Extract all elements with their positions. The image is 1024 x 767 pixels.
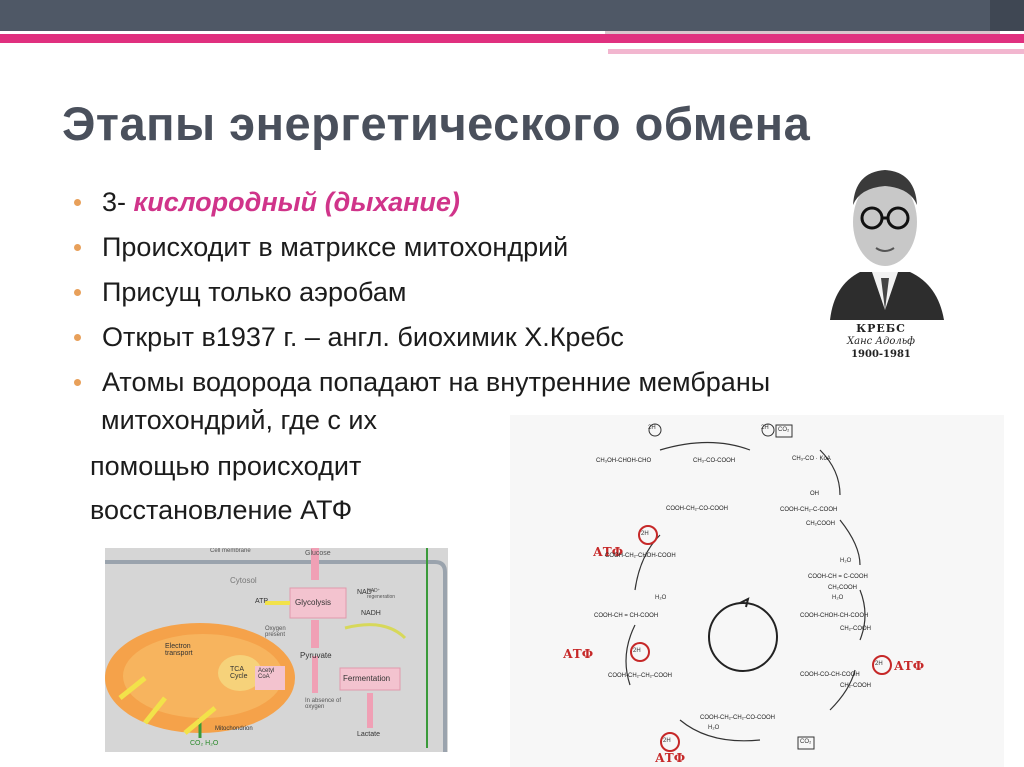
label-regeneration: NAD⁺ regeneration — [367, 588, 396, 600]
compound: COOH-CH₂-C-COOH — [780, 507, 838, 513]
compound: CH₂COOH — [828, 585, 857, 591]
label-plasma: Cell membrane — [210, 548, 251, 554]
label-acetyl: Acetyl CoA — [258, 668, 275, 680]
bullet-text: Присущ только аэробам — [102, 277, 407, 307]
continuation-line: митохондрий, где с их — [101, 405, 377, 435]
label-lactate: Lactate — [357, 731, 380, 738]
label-tca: TCA Cycle — [230, 666, 248, 680]
label-nad: NAD⁺ — [357, 589, 376, 596]
slide-title: Этапы энергетического обмена — [62, 97, 811, 150]
compound: COOH-CH₂-CH₂-COOH — [608, 673, 672, 679]
h2-label: 2H — [761, 425, 769, 431]
bullet-text: Происходит в матриксе митохондрий — [102, 232, 569, 262]
label-atp: ATP — [255, 598, 269, 605]
compound: COOH-CO-CH-COOH — [800, 672, 860, 678]
h2-label: 2H — [633, 648, 641, 654]
cell-diagram-svg — [105, 548, 448, 752]
bullet-dot — [74, 289, 81, 296]
top-bar — [0, 0, 1024, 31]
co2-label: CO₂ — [778, 427, 790, 433]
label-electron-transport: Electron transport — [165, 643, 193, 657]
atp-label: АТФ — [894, 659, 925, 673]
compound: CH₃-CO-COOH — [693, 458, 736, 464]
co2-label: CO₂ — [800, 739, 812, 745]
compound: COOH-CH₂-CHOH-COOH — [605, 553, 676, 559]
caption-name: КРЕБС — [856, 322, 906, 335]
h2-label: 2H — [648, 425, 656, 431]
bullet-text: Открыт в1937 г. – англ. биохимик Х.Кребс — [102, 322, 624, 352]
atp-label: АТФ — [563, 647, 594, 661]
h2o-label: H₂O — [655, 595, 667, 601]
cell-respiration-diagram: Cell membrane Cytosol Glucose Glycolysis… — [105, 548, 448, 752]
h2o-label: H₂O — [840, 558, 852, 564]
label-fermentation: Fermentation — [343, 674, 391, 683]
bullet-dot — [74, 199, 81, 206]
compound: CH₃OH-CHOH-CHO — [596, 458, 652, 464]
caption-years: 1900-1981 — [851, 349, 911, 360]
h2-label: 2H — [875, 661, 883, 667]
bullet-item: Атомы водорода попадают на внутренние ме… — [74, 360, 770, 405]
accent-line — [0, 34, 1024, 43]
bullet-item: Открыт в1937 г. – англ. биохимик Х.Кребс — [74, 315, 770, 360]
continuation-line: помощью происходит — [90, 451, 362, 481]
bullet-item: Присущ только аэробам — [74, 270, 770, 315]
label-co2-h2o: CO₂ H₂O — [190, 740, 219, 747]
h2-label: 2H — [641, 531, 649, 537]
portrait-caption: КРЕБС Ханс Адольф 1900-1981 — [826, 322, 936, 361]
compound: OH — [810, 491, 819, 497]
krebs-cycle-diagram: АТФ АТФ АТФ АТФ 2H 2H 2H 2H 2H 2H CO₂ CO… — [510, 415, 1004, 767]
compound: CH₂-COOH — [840, 683, 871, 689]
atp-label: АТФ — [593, 545, 624, 559]
top-bar-right-block — [990, 0, 1024, 31]
decor-stripe — [605, 31, 1000, 34]
label-glucose: Glucose — [305, 550, 331, 557]
label-absence: In absence of oxygen — [305, 698, 342, 710]
h2o-label: H₂O — [708, 725, 720, 731]
h2o-label: H₂O — [832, 595, 844, 601]
bullet-prefix: 3- — [102, 187, 134, 217]
compound: COOH-CH₂-CH₂-CO-COOH — [700, 715, 775, 721]
compound: CH₂COOH — [806, 521, 835, 527]
bullet-list: 3- кислородный (дыхание) Происходит в ма… — [74, 180, 770, 405]
atp-label: АТФ — [655, 751, 686, 765]
bullet-item: Происходит в матриксе митохондрий — [74, 225, 770, 270]
label-pyruvate: Pyruvate — [300, 651, 332, 660]
label-mitochondrion: Mitochondrion — [215, 726, 253, 732]
label-oxygen-present: Oxygen present — [265, 626, 286, 638]
caption-full-name: Ханс Адольф — [846, 336, 916, 347]
bullet-highlight: кислородный — [133, 187, 318, 217]
bullet-dot — [74, 379, 81, 386]
label-nadh: NADH — [361, 610, 381, 617]
bullet-dot — [74, 334, 81, 341]
h2-label: 2H — [663, 738, 671, 744]
compound: COOH-CH = CH-COOH — [594, 613, 659, 619]
portrait-image — [820, 150, 950, 320]
compound: CH₂-COOH — [840, 626, 871, 632]
bullet-suffix: (дыхание) — [317, 187, 460, 217]
compound: COOH-CH = C-COOH — [808, 574, 868, 580]
accent-line-light — [608, 49, 1024, 54]
continuation-line: восстановление АТФ — [90, 495, 353, 525]
label-glycolysis: Glycolysis — [295, 598, 332, 607]
krebs-cycle-svg — [510, 415, 1004, 767]
bullet-item: 3- кислородный (дыхание) — [74, 180, 770, 225]
bullet-dot — [74, 244, 81, 251]
compound: CH₃-CO · KoA — [792, 456, 831, 462]
compound: COOH-CHOH-CH-COOH — [800, 613, 869, 619]
bullet-text: Атомы водорода попадают на внутренние ме… — [102, 367, 771, 397]
label-cytosol: Cytosol — [230, 576, 257, 585]
compound: COOH-CH₂-CO-COOH — [666, 506, 728, 512]
